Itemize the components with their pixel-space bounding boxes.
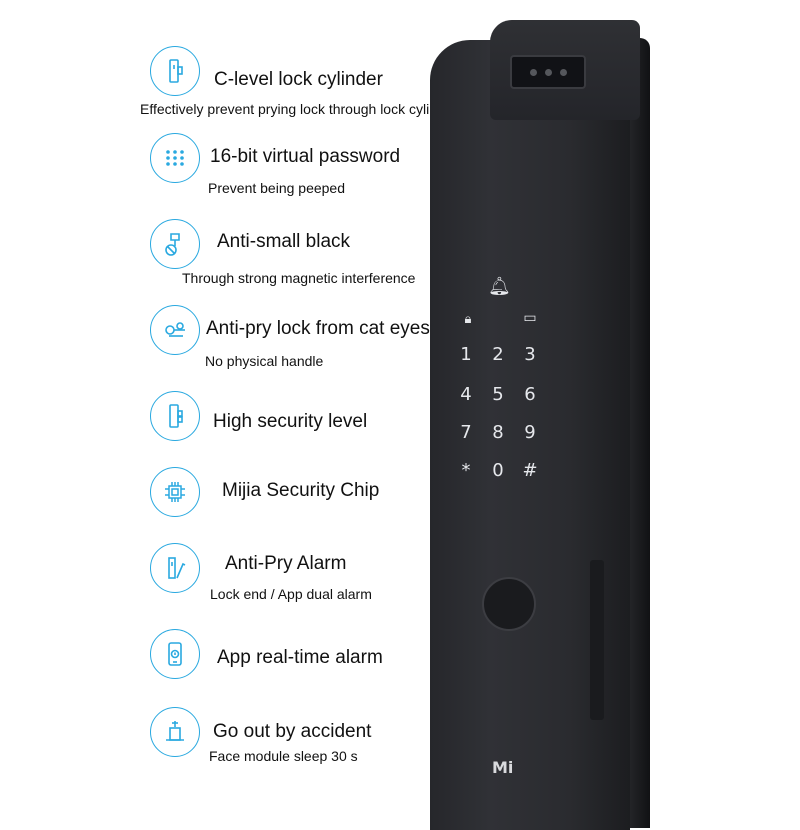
feature-subtitle: No physical handle (205, 353, 324, 369)
chip-icon (150, 467, 200, 517)
feature-title: Anti-Pry Alarm (225, 553, 347, 574)
camera-icon (510, 55, 586, 89)
feature-go-out-accident: Go out by accident Face module sleep 30 … (0, 707, 470, 787)
lock-icon: 🔒︎ (464, 312, 472, 327)
feature-title: Anti-small black (217, 231, 351, 252)
feature-title: C-level lock cylinder (214, 69, 383, 90)
key-5: 5 (492, 384, 504, 405)
key-3: 3 (524, 344, 536, 365)
key-9: 9 (524, 422, 536, 443)
security-lock-icon (150, 391, 200, 441)
keypad-icon (150, 133, 200, 183)
feature-anti-pry-alarm: Anti-Pry Alarm Lock end / App dual alarm (0, 543, 470, 623)
key-1: 1 (460, 344, 472, 365)
feature-subtitle: Effectively prevent prying lock through … (140, 101, 458, 117)
key-8: 8 (492, 422, 504, 443)
magnet-icon (150, 219, 200, 269)
lock-cylinder-icon (150, 46, 200, 96)
key-4: 4 (460, 384, 472, 405)
unlock-icon: ▭ (523, 310, 537, 326)
feature-title: App real-time alarm (217, 647, 383, 668)
feature-lock-cylinder: C-level lock cylinder Effectively preven… (0, 46, 470, 126)
key-6: 6 (524, 384, 536, 405)
feature-anti-small-black: Anti-small black Through strong magnetic… (0, 219, 470, 299)
feature-title: Anti-pry lock from cat eyes (206, 318, 430, 339)
phone-alarm-icon (150, 629, 200, 679)
key-2: 2 (492, 344, 504, 365)
feature-subtitle: Through strong magnetic interference (182, 270, 416, 286)
crowbar-icon (150, 543, 200, 593)
feature-app-alarm: App real-time alarm (0, 629, 470, 709)
feature-subtitle: Lock end / App dual alarm (210, 586, 372, 602)
key-hash: # (522, 460, 538, 481)
feature-anti-pry-cat-eyes: Anti-pry lock from cat eyes No physical … (0, 305, 470, 385)
feature-title: Go out by accident (213, 721, 372, 742)
feature-subtitle: Face module sleep 30 s (209, 748, 358, 764)
bell-icon: 🔔︎ (488, 276, 511, 297)
feature-title: 16-bit virtual password (210, 146, 401, 167)
feature-title: High security level (213, 411, 368, 432)
key-0: 0 (492, 460, 504, 481)
key-7: 7 (460, 422, 472, 443)
key-star: * (461, 460, 471, 481)
peephole-icon (150, 305, 200, 355)
brand-logo: Mi (492, 758, 514, 777)
feature-subtitle: Prevent being peeped (208, 180, 345, 196)
handle-slot (590, 560, 604, 720)
feature-security-chip: Mijia Security Chip (0, 467, 470, 547)
door-exit-icon (150, 707, 200, 757)
fingerprint-sensor (482, 577, 536, 631)
smart-lock-device: 🔔︎ 🔒︎ ▭ 1 2 3 4 5 6 7 8 9 * 0 # Mi (420, 20, 660, 830)
feature-title: Mijia Security Chip (222, 480, 380, 501)
feature-virtual-password: 16-bit virtual password Prevent being pe… (0, 133, 470, 213)
feature-high-security: High security level (0, 391, 470, 471)
